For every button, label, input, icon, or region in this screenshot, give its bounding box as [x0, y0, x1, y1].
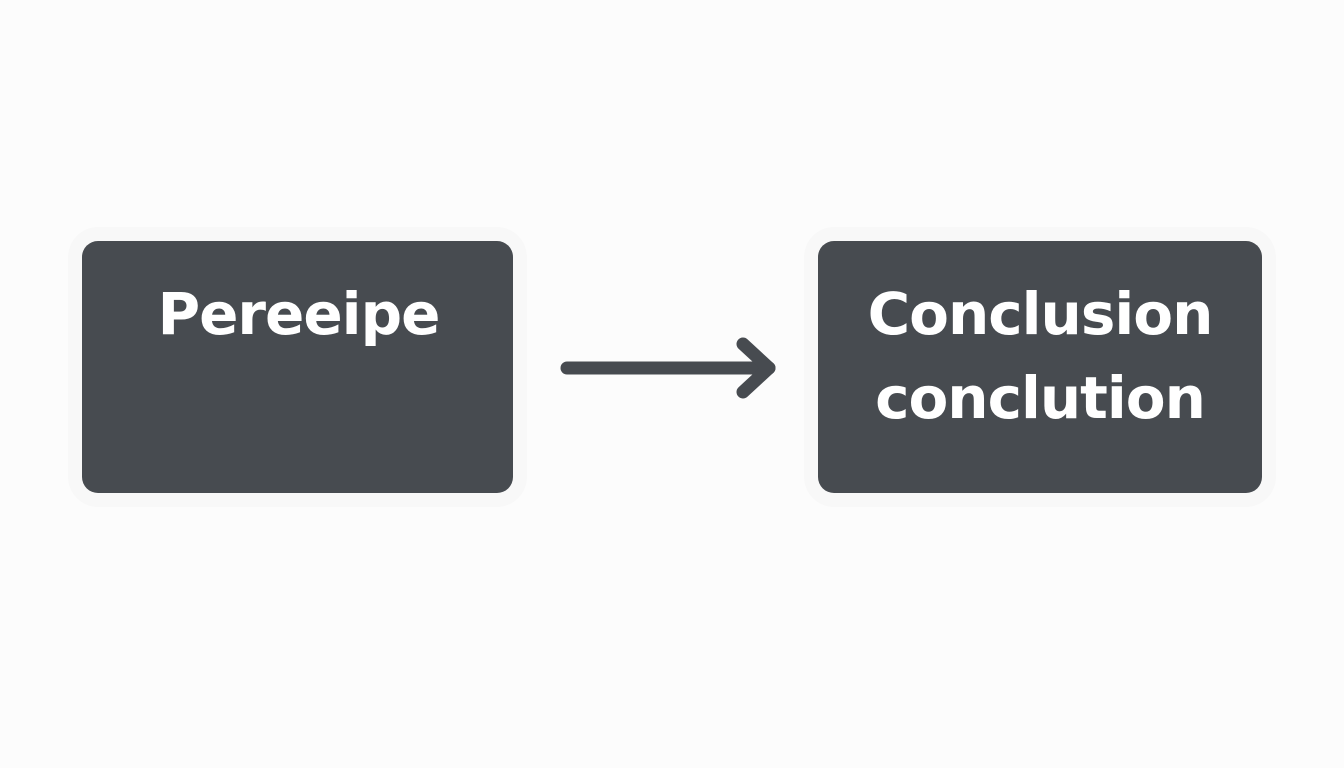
node-right-label-line-2: conclution — [875, 364, 1206, 432]
arrow-head — [736, 337, 776, 399]
node-right: Conclusion conclution — [818, 241, 1262, 493]
node-left: Pereeipe — [82, 241, 513, 493]
node-right-label-line-1: Conclusion — [867, 280, 1214, 348]
flow-arrow — [560, 337, 776, 399]
node-left-label: Pereeipe — [157, 280, 441, 348]
